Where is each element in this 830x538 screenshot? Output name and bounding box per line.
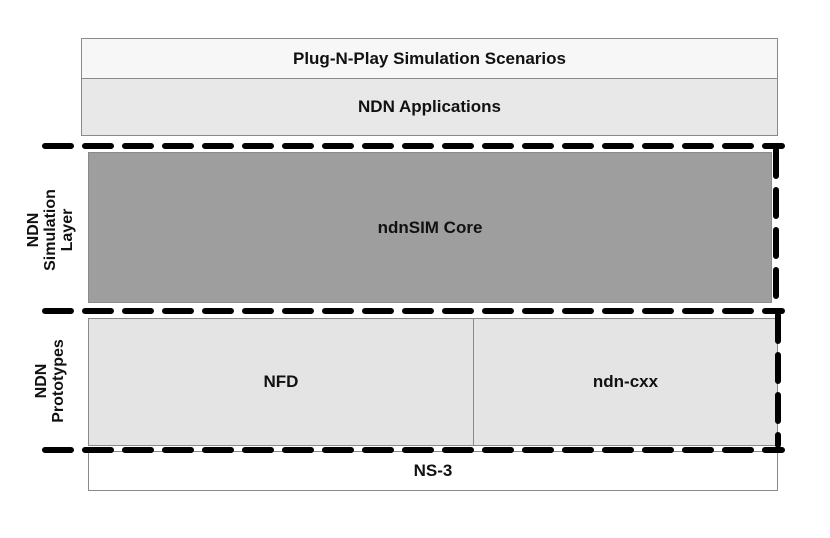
side-label-line: Layer	[58, 208, 76, 252]
ndn-cxx-label: ndn-cxx	[592, 372, 659, 391]
ns-3-label: NS-3	[413, 461, 453, 480]
ndn-prototypes-label: NDN Prototypes	[30, 326, 70, 436]
ndnsim-core-label: ndnSIM Core	[377, 217, 483, 237]
ndn-applications-label: NDN Applications	[358, 97, 501, 116]
nfd-label: NFD	[263, 372, 299, 391]
nfd-box: NFD	[88, 318, 474, 446]
ndnsim-core-box: ndnSIM Core	[88, 152, 772, 303]
ndn-applications-box: NDN Applications	[81, 78, 778, 136]
plug-n-play-scenarios-box: Plug-N-Play Simulation Scenarios	[81, 38, 778, 79]
plug-n-play-scenarios-label: Plug-N-Play Simulation Scenarios	[292, 48, 566, 68]
side-label-line: Prototypes	[50, 339, 67, 423]
ndn-cxx-box: ndn-cxx	[473, 318, 778, 446]
ns-3-box: NS-3	[88, 451, 778, 491]
side-label-line: Simulation	[41, 189, 59, 271]
side-label-line: NDN	[33, 363, 50, 399]
side-label-line: NDN	[24, 212, 42, 248]
ndn-simulation-layer-label: NDN Simulation Layer	[20, 170, 80, 290]
